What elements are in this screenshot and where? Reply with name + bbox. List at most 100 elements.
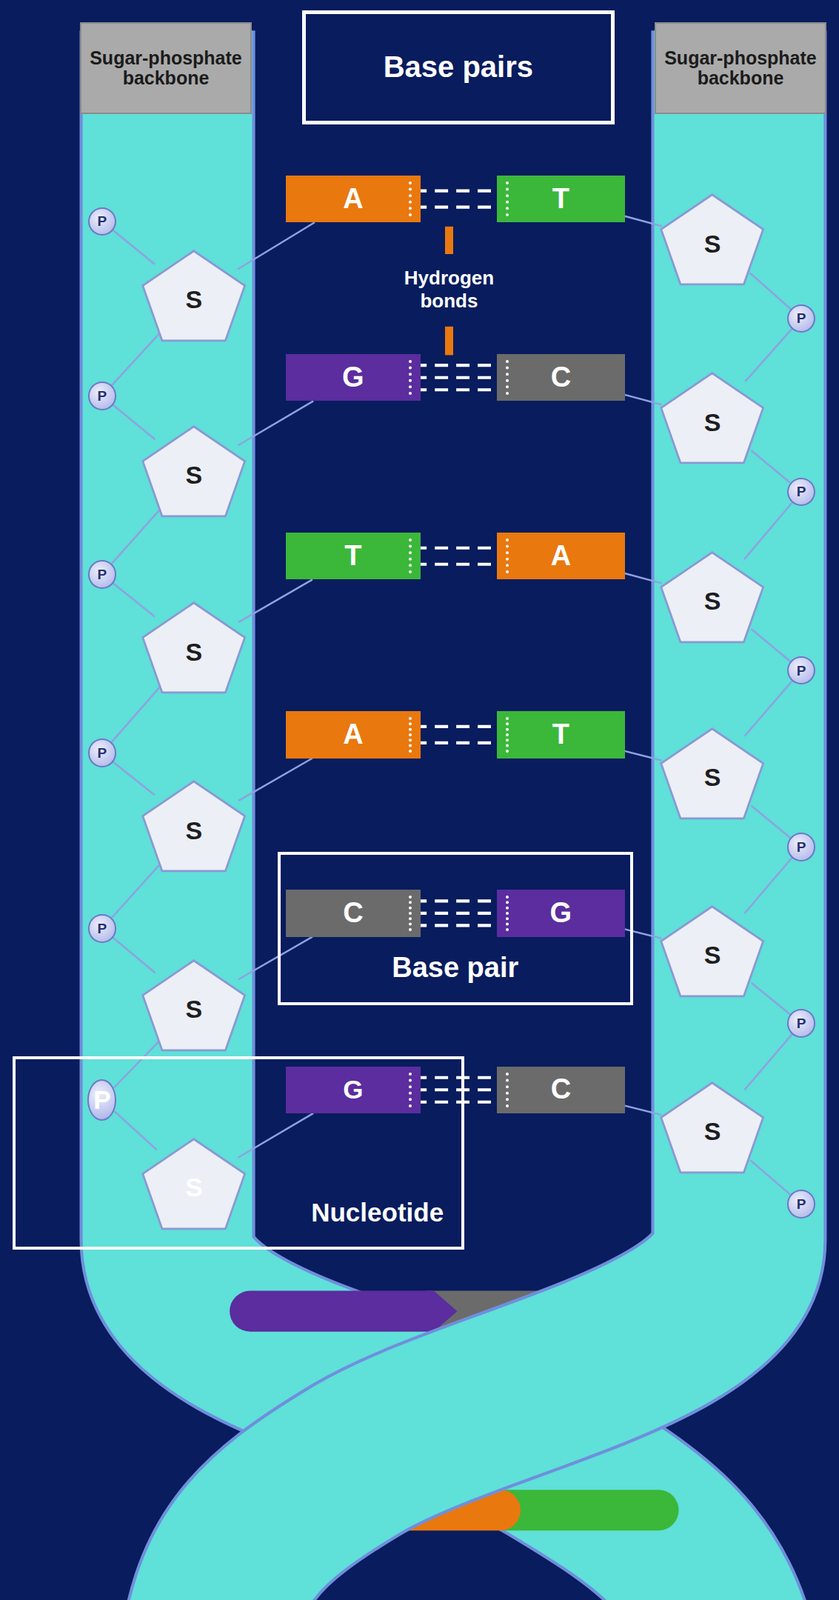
base-block: C	[496, 353, 625, 401]
sugar-pentagon: S	[140, 248, 247, 343]
node-text: S	[185, 988, 203, 1022]
sugar-pentagon: S	[140, 424, 247, 519]
node-text: T	[344, 540, 362, 572]
node-text: S	[185, 631, 203, 665]
node-text: P	[796, 311, 807, 326]
base-block: T	[285, 532, 421, 580]
connector-line	[624, 394, 663, 405]
connector-line	[624, 216, 663, 226]
connector-line	[237, 222, 315, 269]
node-text: P	[97, 214, 107, 229]
backbone-header: Sugar-phosphate backbone	[79, 22, 252, 115]
pentagon-shape	[142, 781, 246, 871]
node-text: S	[704, 223, 722, 257]
connector-line	[750, 804, 791, 838]
connector-line	[744, 502, 793, 560]
base-block: A	[496, 532, 625, 580]
pentagon-shape	[142, 426, 246, 517]
phosphate-circle: P	[88, 913, 118, 943]
connector-line	[237, 1112, 314, 1158]
sugar-pentagon: S	[140, 958, 247, 1053]
connector-line	[113, 761, 155, 796]
node-text: P	[97, 921, 107, 936]
connector-line	[750, 1159, 791, 1195]
label-pointer-bar	[445, 226, 454, 254]
node-text: C	[550, 1073, 571, 1105]
callout-label: Hydrogen bonds	[385, 266, 512, 314]
phosphate-circle: P	[787, 832, 817, 862]
phosphate-circle: P	[88, 207, 118, 237]
connector-line	[744, 328, 792, 382]
node-text: Sugar-phosphate backbone	[659, 48, 822, 89]
pentagon-shape	[661, 194, 764, 285]
base-block: A	[285, 175, 421, 223]
node-text: T	[552, 719, 570, 751]
pentagon-shape	[661, 905, 764, 996]
phosphate-circle: P	[787, 1008, 817, 1038]
node-text: G	[342, 362, 365, 394]
base-block: C	[285, 889, 421, 937]
node-text: S	[704, 580, 722, 614]
phosphate-circle: P	[787, 477, 817, 507]
connector-line	[114, 1110, 157, 1150]
connector-line	[744, 681, 793, 737]
sugar-pentagon: S	[659, 904, 765, 999]
connector-line	[624, 573, 663, 583]
sugar-pentagon: S	[140, 779, 247, 874]
phosphate-circle: P	[88, 381, 118, 411]
node-text: Base pair	[391, 951, 519, 985]
pentagon-shape	[661, 1082, 764, 1173]
node-text: C	[550, 362, 571, 394]
phosphate-circle: P	[787, 304, 817, 334]
connector-line	[111, 507, 162, 564]
connector-line	[238, 400, 314, 446]
phosphate-circle: P	[787, 1189, 817, 1219]
node-text: P	[796, 839, 807, 854]
base-block: G	[496, 889, 625, 937]
node-text: S	[704, 756, 722, 790]
sugar-pentagon: S	[659, 550, 765, 645]
base-rung	[229, 1290, 457, 1332]
connector-line	[113, 583, 155, 617]
connector-line	[624, 1105, 663, 1115]
connector-line	[111, 332, 161, 386]
node-text: P	[97, 745, 107, 760]
node-text: P	[796, 1196, 807, 1211]
node-text: G	[342, 1074, 363, 1105]
node-text: A	[342, 719, 363, 751]
connector-line	[111, 862, 162, 918]
node-text: Base pairs	[383, 50, 534, 84]
sugar-pentagon: S	[140, 600, 247, 695]
base-pair-frame: Base pair C G	[277, 851, 634, 1005]
connector-line	[744, 857, 792, 914]
base-block: A	[285, 710, 421, 758]
base-block: G	[285, 1066, 421, 1113]
pentagon-shape	[142, 602, 246, 693]
connector-line	[113, 937, 156, 974]
pentagon-shape	[661, 728, 764, 819]
phosphate-circle: P	[787, 656, 817, 685]
connector-line	[751, 982, 791, 1015]
node-text: S	[704, 402, 722, 435]
connector-line	[744, 1033, 792, 1090]
sugar-pentagon: S	[659, 1080, 765, 1175]
sugar-pentagon: S	[659, 726, 765, 821]
node-text: P	[97, 388, 107, 403]
node-text: P	[796, 484, 807, 499]
connector-line	[113, 230, 155, 265]
connector-line	[750, 273, 791, 309]
node-text: S	[185, 810, 203, 843]
phosphate-circle: P	[88, 559, 118, 589]
connector-line	[750, 450, 791, 483]
backbone-band	[204, 30, 740, 1600]
label-pointer-bar	[445, 326, 454, 356]
pentagon-shape	[142, 1138, 246, 1228]
connector-line	[111, 684, 163, 742]
label-text: Hydrogen bonds	[385, 266, 512, 314]
node-text: Nucleotide	[311, 1197, 444, 1228]
phosphate-circle: P	[87, 1078, 117, 1121]
node-text: S	[185, 454, 203, 488]
base-block: G	[285, 353, 421, 401]
node-text: S	[704, 934, 722, 968]
base-rung	[505, 1489, 659, 1530]
